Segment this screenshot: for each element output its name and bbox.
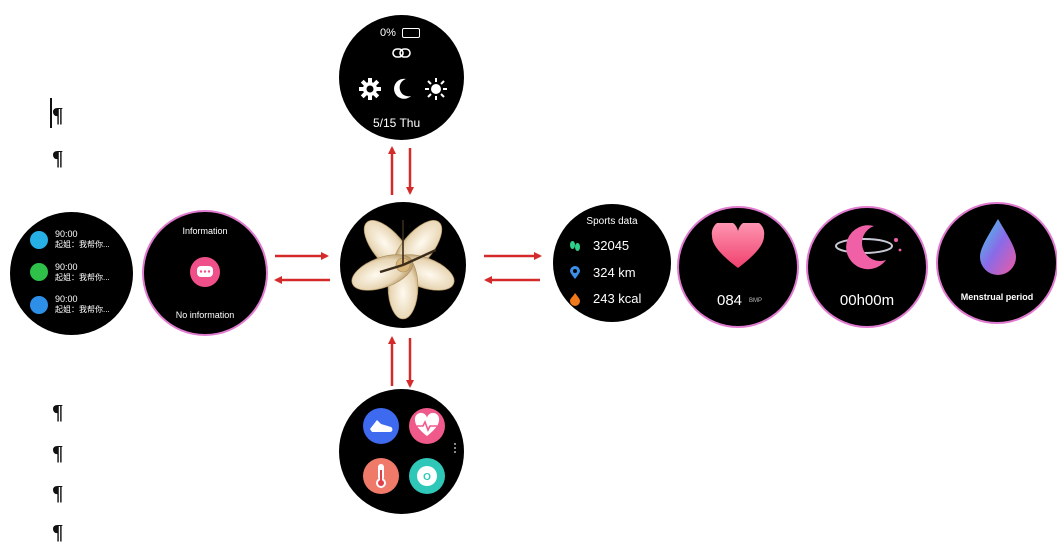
battery-icon (402, 28, 420, 38)
message-text-1: 起姐：我帮你... (55, 240, 110, 249)
chat-bubble-icon (30, 231, 48, 249)
menstrual-period-watch[interactable]: Menstrual period (940, 206, 1054, 320)
steps-value: 32045 (593, 238, 630, 253)
information-title: Information (182, 226, 228, 236)
blood-oxygen-icon[interactable]: O (409, 458, 445, 494)
heart-rate-unit: BMP (749, 298, 763, 304)
pilcrow-2: ¶ (52, 146, 64, 170)
moon-planet-icon (835, 225, 902, 270)
footsteps-icon (570, 241, 580, 251)
message-time-2: 90:00 (55, 262, 78, 272)
menstrual-label: Menstrual period (960, 292, 1034, 302)
messages-watch[interactable]: 90:00 起姐：我帮你... 90:00 起姐：我帮你... 90:00 起姐… (10, 212, 133, 335)
message-time-1: 90:00 (55, 229, 78, 239)
gear-icon[interactable] (359, 78, 381, 100)
distance-value: 324 km (593, 265, 636, 280)
information-watch[interactable]: Information No information (146, 214, 264, 332)
quick-settings-watch[interactable]: 0% 5/15 Thu (339, 15, 464, 140)
water-drop-icon (980, 219, 1016, 275)
message-icon (190, 257, 220, 287)
sun-icon[interactable] (425, 78, 447, 100)
message-text-2: 起姐：我帮你... (55, 273, 110, 282)
flame-icon (570, 293, 580, 306)
message-time-3: 90:00 (55, 294, 78, 304)
thermometer-icon[interactable] (363, 458, 399, 494)
pilcrow-5: ¶ (52, 481, 64, 505)
pilcrow-4: ¶ (52, 441, 64, 465)
battery-percent: 0% (380, 27, 396, 39)
moon-icon[interactable] (392, 78, 412, 100)
heart-icon (711, 223, 765, 268)
main-watch-face[interactable] (340, 202, 466, 328)
running-shoe-icon[interactable] (363, 408, 399, 444)
sleep-watch[interactable]: 00h00m (810, 210, 924, 324)
qq-icon (30, 296, 48, 314)
svg-text:O: O (423, 472, 431, 483)
date-text: 5/15 Thu (373, 116, 421, 130)
sports-title: Sports data (586, 216, 638, 227)
page-indicator (454, 443, 456, 445)
calories-value: 243 kcal (593, 291, 642, 306)
heart-rate-value: 084 (717, 292, 743, 309)
flower-watch-face (351, 220, 455, 320)
pilcrow-1: ¶ (52, 103, 64, 127)
heart-rate-watch[interactable]: 084 BMP (681, 210, 795, 324)
heart-rate-icon[interactable] (409, 408, 445, 444)
text-cursor (50, 98, 52, 128)
message-text-3: 起姐：我帮你... (55, 305, 110, 314)
link-icon (392, 48, 411, 58)
sleep-duration: 00h00m (839, 292, 895, 309)
sports-data-watch[interactable]: Sports data 32045 324 km 243 kcal (553, 204, 671, 322)
pilcrow-3: ¶ (52, 400, 64, 424)
wechat-icon (30, 263, 48, 281)
apps-watch[interactable]: O (339, 389, 464, 514)
location-pin-icon (570, 266, 580, 279)
no-information-text: No information (175, 310, 235, 320)
pilcrow-6: ¶ (52, 520, 64, 544)
